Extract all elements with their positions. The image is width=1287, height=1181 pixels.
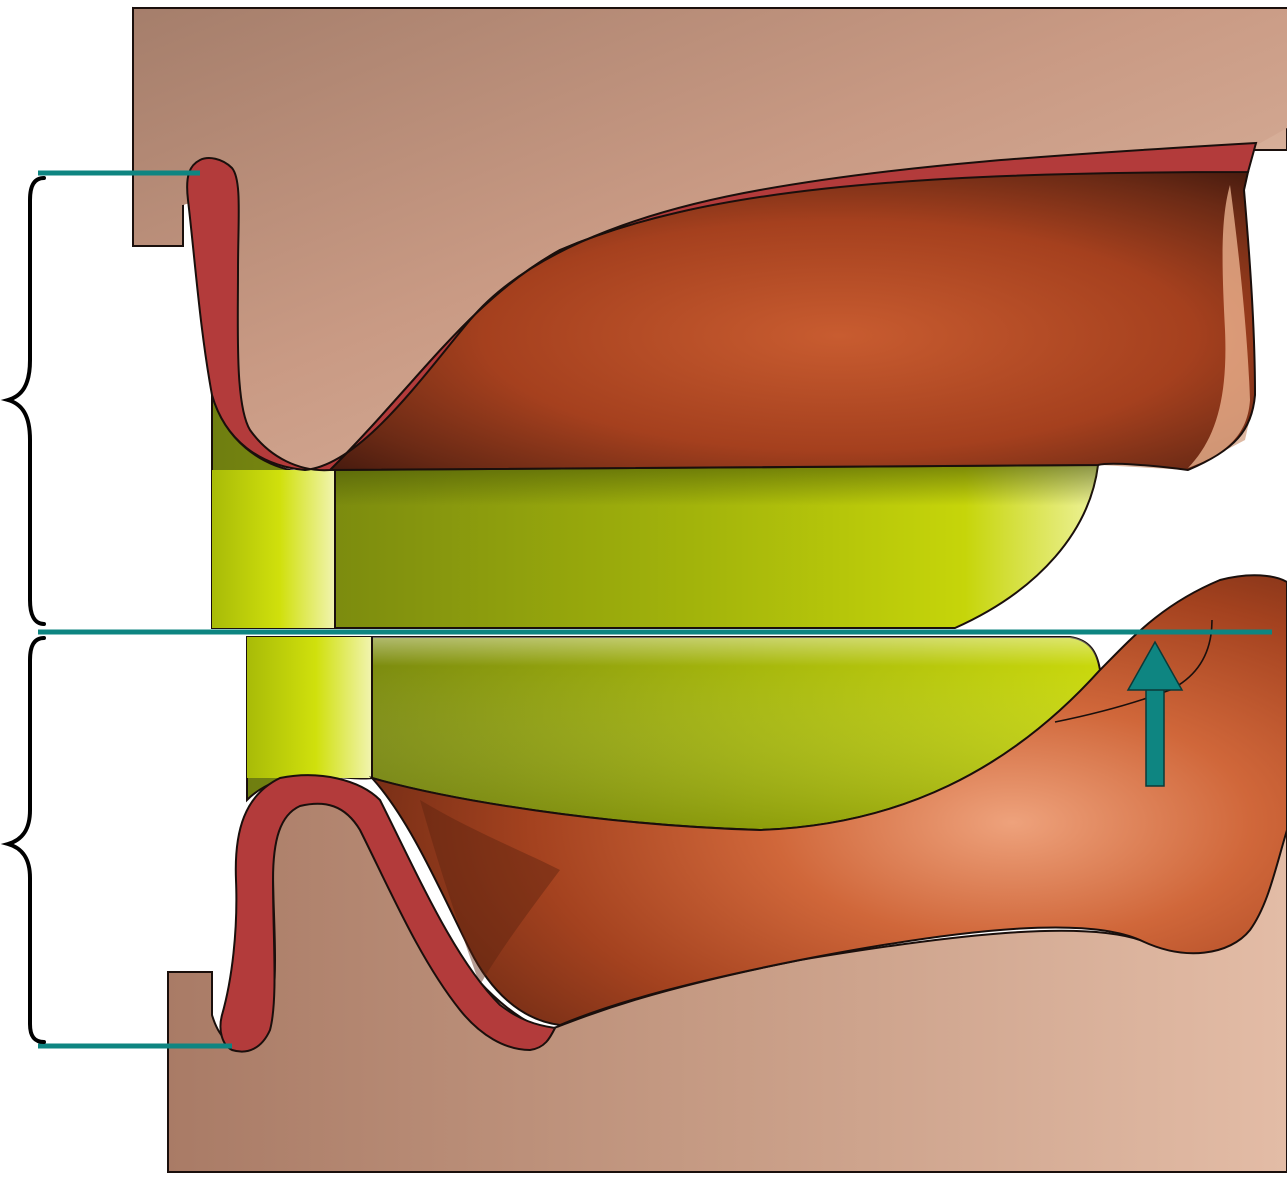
lower-curly-brace-icon [0,636,46,1044]
upper-head-highlight [1188,185,1250,468]
lower-cartilage-strip [247,637,372,778]
upper-bone-outline [132,7,1287,247]
lower-head-shadow [420,800,560,985]
upper-cartilage-strip [212,470,335,628]
lower-head [368,574,1287,1027]
up-arrow-icon [1126,640,1184,787]
lower-cartilage-shade [372,637,1100,830]
upper-cortex [186,141,1258,472]
upper-curly-brace-icon [0,176,46,626]
upper-cartilage-shade [335,465,1098,628]
lower-cortex [219,774,557,1053]
